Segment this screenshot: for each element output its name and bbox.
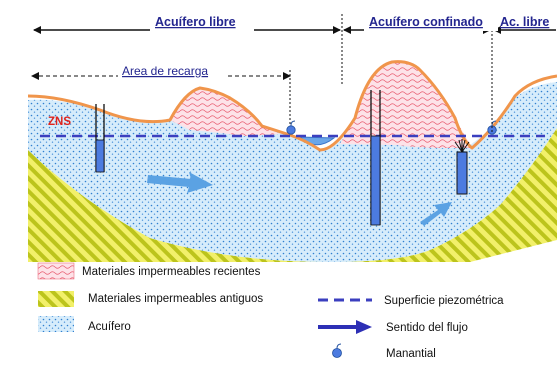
ancient-impermeable-layer <box>28 110 557 262</box>
artesian-well <box>454 139 470 195</box>
label-acuifero-confinado: Acuífero confinado <box>369 15 483 29</box>
legend-spring-icon <box>332 343 342 358</box>
legend: Materiales impermeables recientes Materi… <box>37 262 504 360</box>
recent-impermeable-left <box>170 88 280 136</box>
label-zns: ZNS <box>48 116 71 128</box>
ground-surface-line <box>27 60 557 152</box>
flow-arrow-icon <box>420 202 452 226</box>
label-ac-libre: Ac. libre <box>500 15 549 29</box>
legend-swatch-ancient <box>38 291 74 307</box>
well-left <box>95 104 105 173</box>
flow-arrow-icon <box>147 172 213 193</box>
well-confined <box>370 90 381 226</box>
legend-label-aquifer: Acuífero <box>88 321 131 333</box>
spring-icon <box>286 120 296 135</box>
legend-label-spring: Manantial <box>386 348 436 360</box>
legend-swatch-aquifer <box>38 316 74 332</box>
legend-label-recent: Materiales impermeables recientes <box>82 266 261 278</box>
legend-label-flow: Sentido del flujo <box>386 322 468 334</box>
recent-impermeable-right <box>340 61 472 148</box>
label-area-recarga: Area de recarga <box>122 64 208 78</box>
legend-label-ancient: Materiales impermeables antiguos <box>88 293 263 305</box>
legend-label-piezometric: Superficie piezométrica <box>384 295 504 307</box>
legend-swatch-recent <box>37 262 75 280</box>
legend-flow-arrow-icon <box>318 320 372 334</box>
label-acuifero-libre: Acuífero libre <box>155 15 236 29</box>
